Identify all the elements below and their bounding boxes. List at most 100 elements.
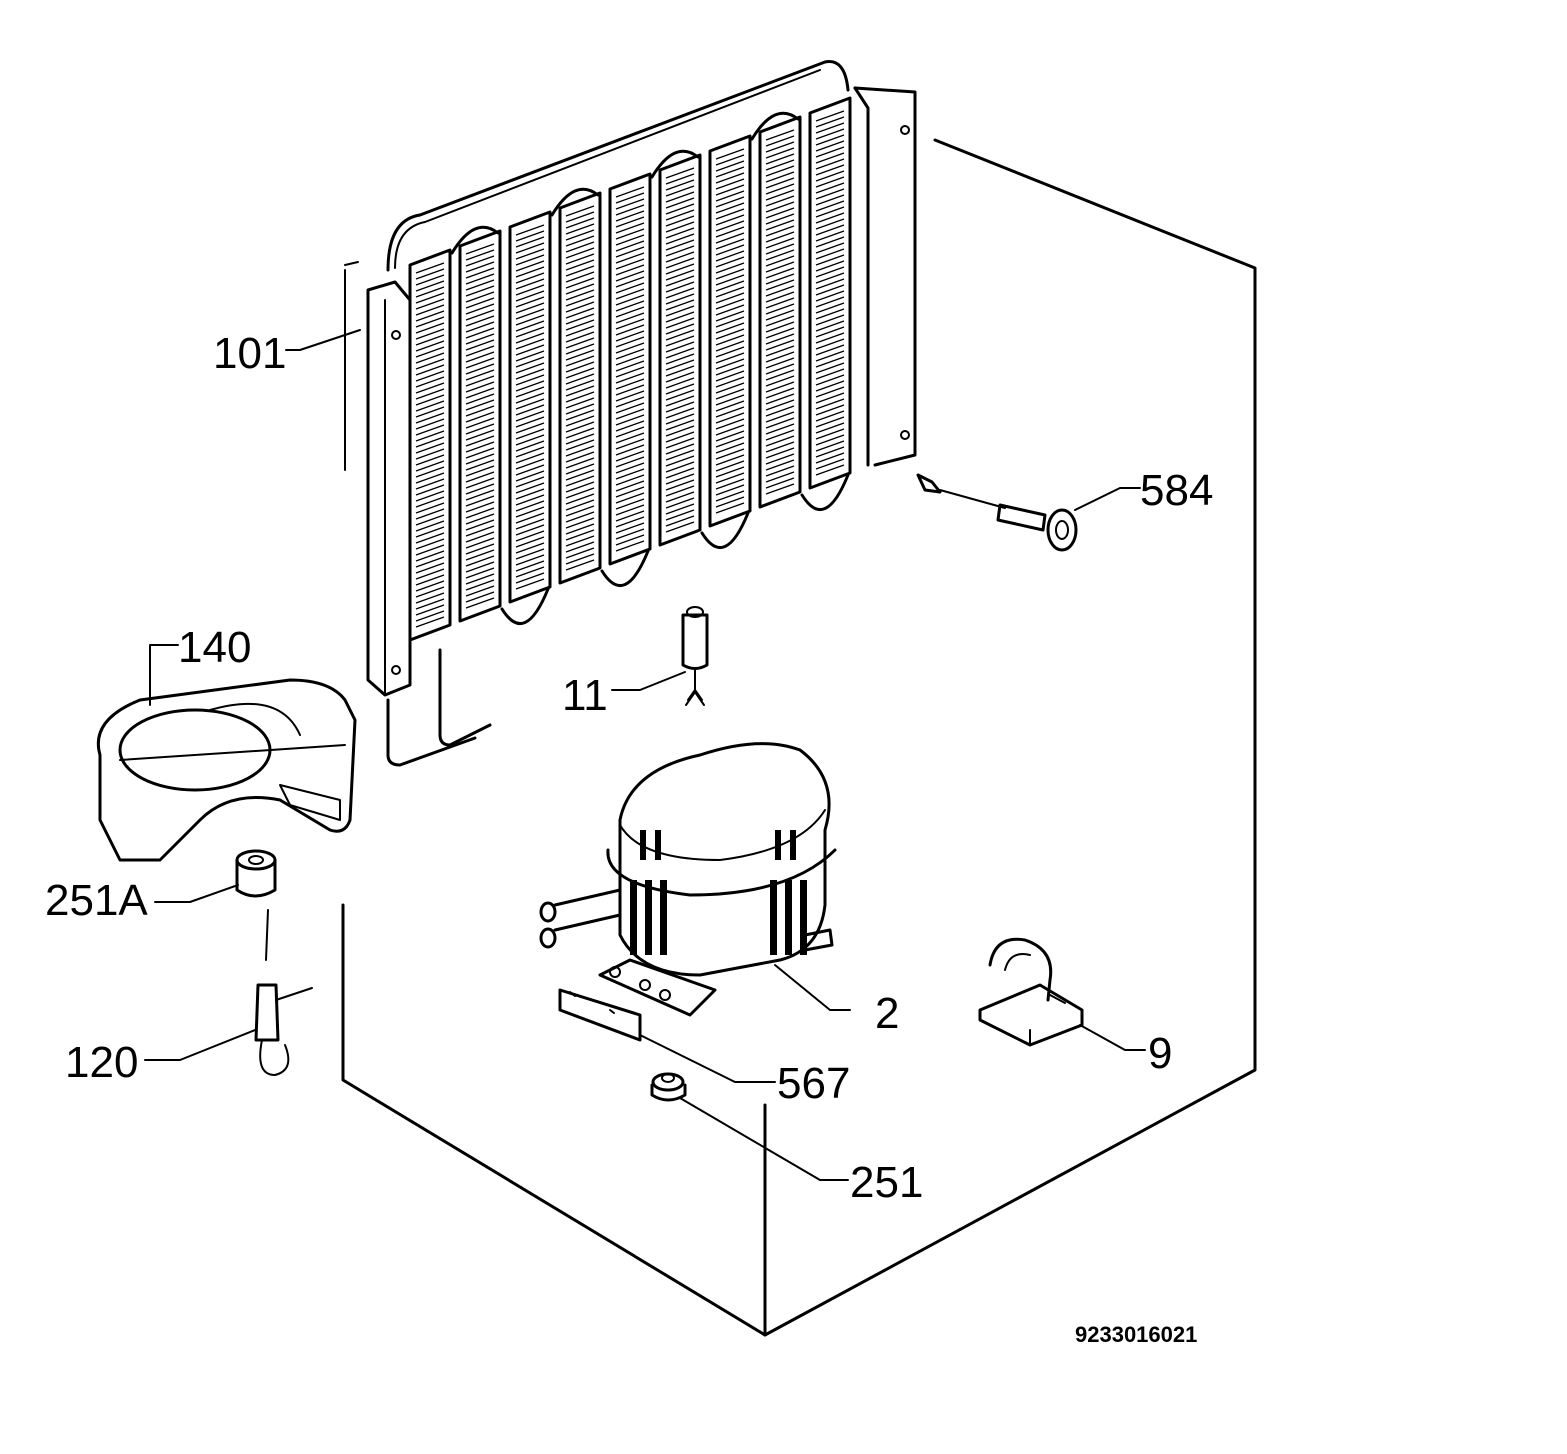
condenser-fin-hatch (665, 353, 695, 365)
condenser-fin-hatch (415, 598, 445, 610)
condenser-fin-hatch (765, 141, 795, 153)
condenser-fin-hatch (715, 328, 745, 340)
condenser-fin-hatch (815, 224, 845, 236)
condenser-tube-bend (700, 511, 750, 550)
condenser-tube-bend (750, 111, 800, 141)
condenser-fin-hatch (715, 496, 745, 508)
condenser-fin-hatch (565, 493, 595, 505)
condenser-fin-hatch (415, 412, 445, 424)
condenser-fin-hatch (815, 140, 845, 152)
condenser-fin-hatch (615, 210, 645, 222)
condenser-fin-hatch (815, 344, 845, 356)
condenser-fin-hatch (715, 244, 745, 256)
condenser-fin-hatch (765, 267, 795, 279)
condenser-fin-hatch (665, 317, 695, 329)
condenser-fin-hatch (765, 225, 795, 237)
condenser-fin-hatch (815, 362, 845, 374)
condenser-fin-hatch (515, 464, 545, 476)
condenser-fin-panel (708, 134, 752, 528)
condenser-fin-hatch (465, 399, 495, 411)
condenser-fin-hatch (565, 331, 595, 343)
condenser-fin-hatch (515, 536, 545, 548)
condenser-fin-hatch (665, 275, 695, 287)
condenser-fin-hatch (815, 236, 845, 248)
condenser-fin-hatch (565, 205, 595, 217)
compressor-part (539, 742, 837, 1017)
condenser-fin-hatch (465, 567, 495, 579)
condenser-fin-hatch (765, 405, 795, 417)
condenser-fin-hatch (415, 442, 445, 454)
condenser-fin-hatch (665, 455, 695, 467)
condenser-fin-hatch (465, 393, 495, 405)
condenser-fin-hatch (565, 289, 595, 301)
leader-9 (1079, 1024, 1146, 1051)
condenser-fin-hatch (515, 266, 545, 278)
condenser-fin-hatch (715, 406, 745, 418)
condenser-fin-hatch (565, 283, 595, 295)
condenser-fin-hatch (815, 260, 845, 272)
condenser-fin-hatch (465, 321, 495, 333)
condenser-fin-hatch (565, 505, 595, 517)
condenser-fin-hatch (565, 457, 595, 469)
condenser-fin-hatch (665, 209, 695, 221)
condenser-fin-hatch (615, 516, 645, 528)
condenser-fin-hatch (515, 458, 545, 470)
condenser-fin-hatch (665, 431, 695, 443)
condenser-fin-hatch (765, 447, 795, 459)
condenser-fin-panel (808, 96, 852, 490)
condenser-fin-hatch (515, 338, 545, 350)
condenser-fin-hatch (415, 460, 445, 472)
condenser-fin-hatch (465, 519, 495, 531)
condenser-fin-hatch (765, 195, 795, 207)
condenser-fin-hatch (565, 469, 595, 481)
condenser-fin-hatch (415, 610, 445, 622)
condenser-fin-hatch (415, 352, 445, 364)
condenser-fin-hatch (665, 221, 695, 233)
condenser-fin-hatch (415, 364, 445, 376)
condenser-fin-hatch (715, 238, 745, 250)
compressor-stripe (785, 880, 792, 955)
condenser-fin-hatch (815, 200, 845, 212)
condenser-fin-hatch (815, 434, 845, 446)
condenser-fin-hatch (615, 222, 645, 234)
condenser-fin-hatch (715, 154, 745, 166)
condenser-fin-hatch (765, 291, 795, 303)
condenser-fin-hatch (815, 248, 845, 260)
condenser-tube-bend (500, 587, 550, 626)
condenser-fin-hatch (715, 316, 745, 328)
condenser-fin-hatch (515, 560, 545, 572)
condenser-fin-hatch (465, 555, 495, 567)
condenser-fin-hatch (665, 521, 695, 533)
condenser-fin-hatch (615, 414, 645, 426)
condenser-fin-hatch (615, 270, 645, 282)
condenser-fin-hatch (465, 585, 495, 597)
condenser-fin-hatch (615, 426, 645, 438)
condenser-fin-panel (508, 210, 552, 604)
condenser-fin-hatch (415, 334, 445, 346)
condenser-fin-hatch (515, 260, 545, 272)
callout-567: 567 (777, 1059, 850, 1108)
condenser-fin-hatch (715, 340, 745, 352)
condenser-fin-hatch (615, 528, 645, 540)
condenser-fin-hatch (665, 341, 695, 353)
condenser-fin-hatch (665, 497, 695, 509)
condenser-fin-hatch (465, 375, 495, 387)
callout-140: 140 (178, 623, 251, 672)
condenser-fin-hatch (615, 360, 645, 372)
condenser-fin-hatch (415, 286, 445, 298)
condenser-fin-hatch (815, 458, 845, 470)
condenser-fin-hatch (715, 262, 745, 274)
condenser-fin-hatch (615, 192, 645, 204)
condenser-fin-hatch (565, 511, 595, 523)
condenser-fin-hatch (415, 580, 445, 592)
condenser-fin-hatch (815, 398, 845, 410)
condenser-fin-hatch (715, 454, 745, 466)
condenser-fin-panel (558, 191, 602, 585)
condenser-fin-hatch (665, 305, 695, 317)
condenser-fin-hatch (515, 398, 545, 410)
condenser-fin-hatch (765, 279, 795, 291)
condenser-fin-hatch (565, 367, 595, 379)
condenser-fin-hatch (615, 402, 645, 414)
condenser-fin-panel (608, 172, 652, 566)
condenser-fin-hatch (665, 257, 695, 269)
